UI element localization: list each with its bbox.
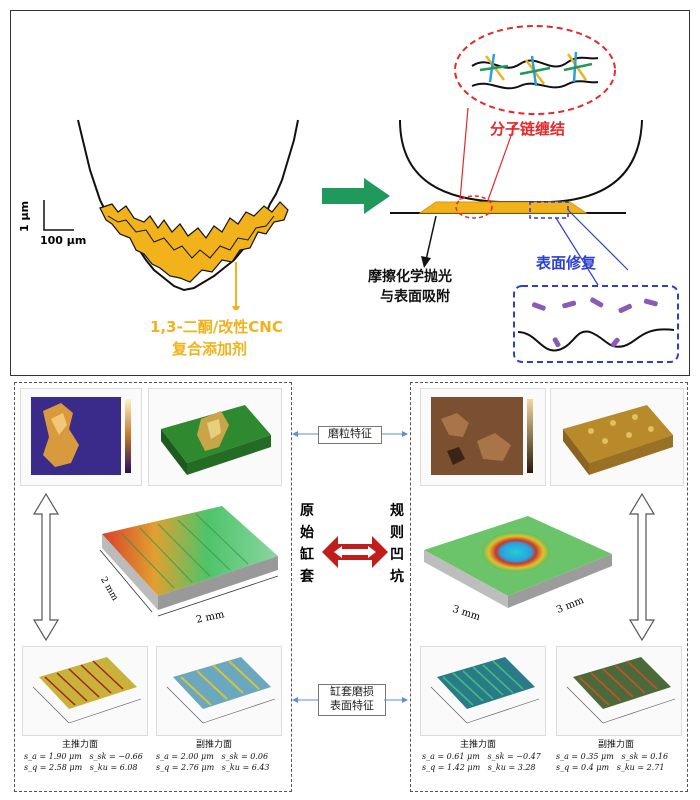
left-vertical-char: 套	[300, 569, 314, 585]
polish-label-line2: 与表面吸附	[380, 289, 450, 305]
entanglement-label: 分子链缠结	[490, 120, 566, 138]
additive-label-line2: 复合添加剂	[172, 340, 248, 358]
param: s_q = 2.58 μm	[24, 763, 83, 772]
param: s_q = 2.76 μm	[156, 763, 215, 772]
right-secondary-caption: 副推力面	[598, 740, 635, 750]
param: s_ku = 6.43	[221, 763, 270, 772]
right-vertical-text: 规 则 凹 坑	[390, 500, 408, 588]
right-group	[410, 382, 688, 792]
right-afm-3d	[550, 388, 684, 486]
param: s_a = 0.61 μm	[422, 752, 480, 761]
param: s_sk = −0.66	[89, 752, 143, 761]
param: s_sk = 0.06	[221, 752, 269, 761]
left-secondary-thrust-plot	[156, 646, 282, 736]
param: s_q = 0.4 μm	[556, 763, 610, 772]
label-abrasive-features: 磨粒特征	[318, 426, 382, 444]
wear-profile	[77, 119, 299, 310]
param: s_q = 1.42 μm	[422, 763, 481, 772]
wear-connector	[292, 697, 408, 703]
param: s_a = 2.00 μm	[156, 752, 214, 761]
right-dimple-3d	[418, 506, 618, 626]
right-afm-2d	[420, 388, 546, 486]
left-vertical-char: 始	[300, 525, 314, 541]
contact-schematic	[390, 25, 679, 363]
additive-label-line1: 1,3-二酮/改性CNC	[150, 318, 283, 336]
scale-vertical-label: 1 μm	[18, 200, 31, 232]
right-main-thrust-plot	[420, 646, 546, 736]
polish-label-line1: 摩擦化学抛光	[368, 269, 452, 285]
process-arrow	[322, 178, 390, 214]
param: s_sk = 0.16	[621, 752, 669, 761]
compare-arrow	[322, 536, 388, 568]
label-wear-surface: 缸套磨损 表面特征	[318, 684, 386, 716]
label-wear-surface-line2: 表面特征	[330, 699, 374, 712]
param: s_ku = 3.28	[487, 763, 536, 772]
param: s_ku = 2.71	[616, 763, 665, 772]
left-afm-2d	[20, 388, 142, 486]
right-vertical-char: 规	[390, 503, 404, 519]
right-vertical-char: 坑	[390, 569, 404, 585]
left-vertical-char: 缸	[300, 547, 314, 563]
top-panel	[10, 10, 690, 376]
param: s_a = 0.35 μm	[556, 752, 614, 761]
right-main-caption: 主推力面	[460, 740, 497, 750]
left-secondary-caption: 副推力面	[196, 740, 233, 750]
left-group	[14, 382, 292, 792]
left-afm-3d	[148, 388, 282, 486]
right-main-params: s_a = 0.61 μm s_sk = −0.47 s_q = 1.42 μm…	[422, 751, 541, 773]
param: s_sk = −0.47	[487, 752, 541, 761]
right-secondary-thrust-plot	[556, 646, 682, 736]
right-double-arrow	[628, 492, 656, 642]
param: s_a = 1.90 μm	[24, 752, 82, 761]
left-vertical-text: 原 始 缸 套	[300, 500, 318, 588]
left-main-caption: 主推力面	[62, 740, 99, 750]
left-vertical-char: 原	[300, 503, 314, 519]
right-secondary-params: s_a = 0.35 μm s_sk = 0.16 s_q = 0.4 μm s…	[556, 751, 668, 773]
scale-horizontal-label: 100 μm	[40, 234, 87, 247]
left-main-thrust-plot	[22, 646, 148, 736]
left-surface-3d	[92, 500, 288, 640]
label-wear-surface-line1: 缸套磨损	[330, 685, 374, 698]
scale-bar	[43, 200, 74, 231]
left-main-params: s_a = 1.90 μm s_sk = −0.66 s_q = 2.58 μm…	[24, 751, 143, 773]
repair-label: 表面修复	[536, 254, 597, 272]
param: s_ku = 6.08	[89, 763, 138, 772]
left-secondary-params: s_a = 2.00 μm s_sk = 0.06 s_q = 2.76 μm …	[156, 751, 270, 773]
right-vertical-char: 则	[390, 525, 404, 541]
abrasive-connector	[292, 431, 408, 437]
left-double-arrow	[32, 492, 60, 642]
right-vertical-char: 凹	[390, 547, 404, 563]
